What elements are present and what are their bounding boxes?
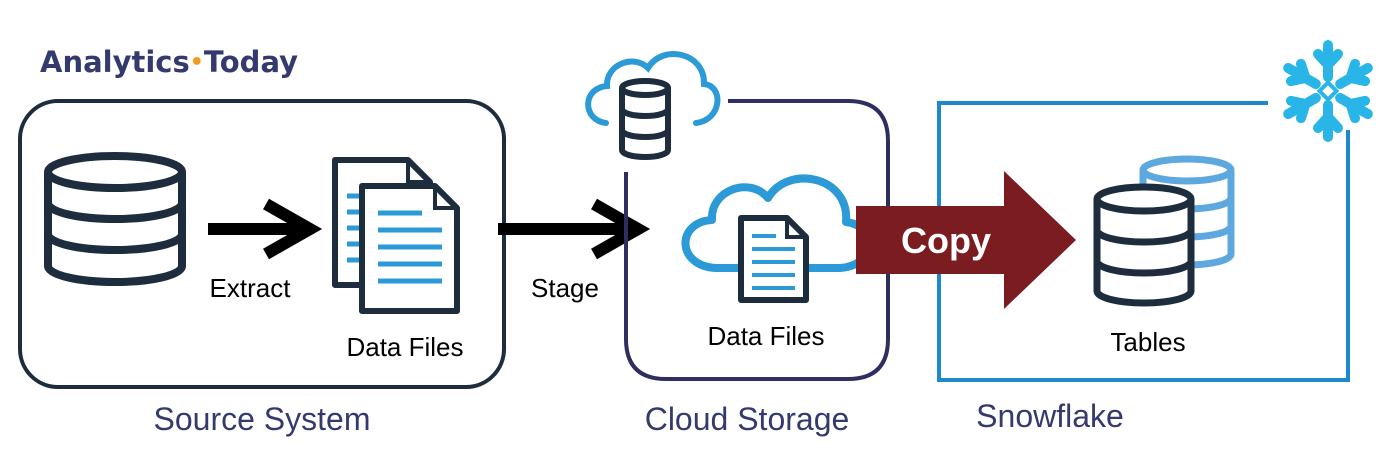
source-system-caption: Source System (154, 401, 371, 437)
cloud-data-files-label: Data Files (707, 321, 824, 351)
copy-label: Copy (901, 220, 991, 261)
brand-logo: Analytics•Today (40, 45, 298, 79)
cloud-database-icon (585, 51, 721, 160)
source-system-box (18, 99, 506, 389)
snowflake-logo-icon (1283, 40, 1373, 142)
database-icon (44, 152, 186, 286)
extract-label: Extract (210, 273, 292, 303)
cloud-document-icon (681, 174, 873, 303)
snowflake-box (937, 101, 1350, 382)
documents-icon (332, 157, 460, 314)
copy-arrow (856, 171, 1076, 309)
stage-label: Stage (531, 273, 599, 303)
database-stack-icon (1093, 155, 1235, 307)
source-data-files-label: Data Files (346, 332, 463, 362)
extract-arrow (208, 198, 323, 260)
snowflake-caption: Snowflake (976, 398, 1124, 434)
cloud-storage-box (624, 99, 890, 381)
stage-arrow (498, 198, 651, 260)
cloud-storage-caption: Cloud Storage (645, 401, 850, 437)
tables-label: Tables (1110, 327, 1185, 357)
